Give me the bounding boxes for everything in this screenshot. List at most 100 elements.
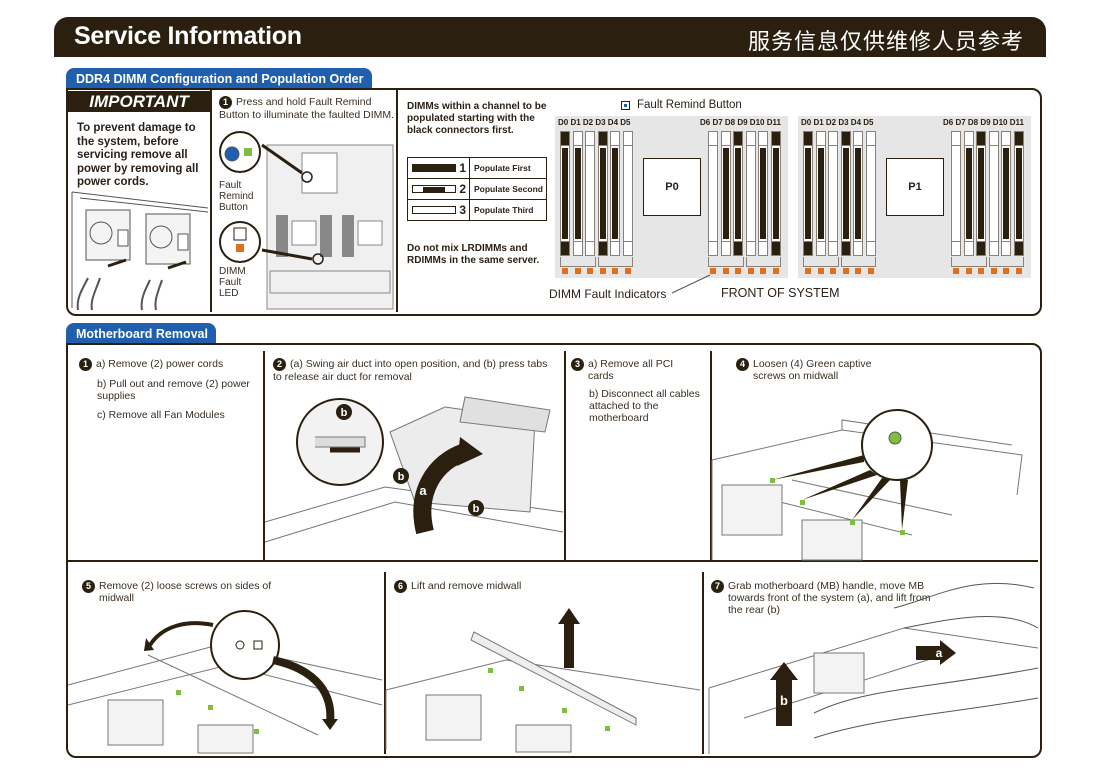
dimm-fault-led <box>855 268 861 274</box>
step-line: c) Remove all Fan Modules <box>97 409 225 421</box>
dimm-fault-indicators-label: DIMM Fault Indicators <box>549 287 667 301</box>
dimm-fault-led <box>599 268 606 274</box>
channel-bracket <box>988 257 1024 267</box>
dimm-fault-led <box>817 268 824 274</box>
front-of-system-label: FRONT OF SYSTEM <box>721 286 840 300</box>
mb-step5: 5 Remove (2) loose screws on sides of mid… <box>82 580 282 604</box>
legend-number: 2 <box>459 182 466 196</box>
channel-bracket <box>803 257 839 267</box>
step-line: Loosen (4) Green captive screws on midwa… <box>753 358 872 382</box>
dimm-slot-d2 <box>828 131 838 256</box>
legend-number: 3 <box>459 203 466 217</box>
mb-step4: 4 Loosen (4) Green captive screws on midw… <box>736 358 896 382</box>
dimm-slot-d1 <box>572 131 583 256</box>
step-line: a) Remove all PCI cards <box>588 358 674 382</box>
channel-bracket <box>560 257 596 267</box>
dimm-slot-d3 <box>840 131 851 256</box>
channel-bracket <box>597 257 633 267</box>
step-line: Remove (2) loose screws on sides of midw… <box>99 580 272 604</box>
callout-b: b <box>473 503 480 515</box>
step-number-badge: 1 <box>219 96 232 109</box>
legend-row-second: 2 Populate Second <box>408 179 546 200</box>
fault-remind-button-zoom-icon <box>219 131 261 173</box>
motherboard-section-panel <box>66 343 1042 758</box>
step-line: b) Pull out and remove (2) power supplie… <box>97 378 250 402</box>
step-line: (a) Swing air duct into open position, a… <box>273 358 548 383</box>
dimm-slot-d3 <box>597 131 608 256</box>
dimm-fault-led <box>965 268 972 274</box>
dimm-fault-led <box>722 268 729 274</box>
channel-bracket <box>708 257 744 267</box>
important-text: To prevent damage to the system, before … <box>77 122 199 188</box>
dimm-fault-led <box>805 268 811 274</box>
channel-bracket <box>951 257 987 267</box>
step-number-badge: 1 <box>79 358 92 371</box>
step-line: a) Remove (2) power cords <box>96 358 224 370</box>
dimm-fault-led-label: DIMM Fault LED <box>219 266 246 299</box>
legend-label: Populate Third <box>474 205 534 215</box>
dimm-fault-led <box>990 268 997 274</box>
dimm-fault-led <box>747 268 754 274</box>
dimm-slot-d6 <box>708 131 718 256</box>
step1-text: Press and hold Fault Remind Button to il… <box>219 96 395 121</box>
dimm-fault-led <box>624 268 631 274</box>
callout-b: b <box>398 471 405 483</box>
dimm-fault-led <box>710 268 716 274</box>
legend-number: 1 <box>459 161 466 175</box>
dimm-fault-led <box>867 268 874 274</box>
fault-remind-button-label: Fault Remind Button <box>219 180 254 213</box>
dimm-fault-led <box>562 268 568 274</box>
midwall-lift-illustration <box>385 608 701 753</box>
dimm-slot-d10 <box>1001 131 1011 256</box>
step-number-badge: 4 <box>736 358 749 371</box>
channel-population-note: DIMMs within a channel to be populated s… <box>407 101 547 136</box>
legend-row-first: 1 Populate First <box>408 158 546 179</box>
dimm-slot-d6 <box>951 131 961 256</box>
legend-row-third: 3 Populate Third <box>408 200 546 220</box>
midwall-side-screws-illustration <box>67 610 383 754</box>
air-duct-illustration: b b b a <box>264 396 564 543</box>
midwall-screws-illustration <box>711 409 1023 561</box>
divider <box>710 351 712 560</box>
dimm-fault-led <box>574 268 581 274</box>
dimm-slot-d7 <box>720 131 731 256</box>
dimm-fault-led <box>1003 268 1009 274</box>
header-bar <box>54 17 1046 57</box>
dimm-fault-led <box>760 268 766 274</box>
dimm-slot-d7 <box>963 131 974 256</box>
step-line: Grab motherboard (MB) handle, move MB to… <box>728 580 931 616</box>
dimm-fault-led <box>842 268 849 274</box>
dimm-fault-led <box>978 268 984 274</box>
step-number-badge: 3 <box>571 358 584 371</box>
callout-a: a <box>419 483 427 498</box>
dimm-fault-led <box>772 268 779 274</box>
page-subtitle-chinese: 服务信息仅供维修人员参考 <box>747 30 1024 55</box>
dimm-fault-led <box>587 268 593 274</box>
legend-label: Populate Second <box>474 184 543 194</box>
divider <box>564 351 566 560</box>
channel-bracket <box>745 257 781 267</box>
dimm-slot-d1 <box>815 131 826 256</box>
dimm-fault-led <box>953 268 959 274</box>
step-number-badge: 5 <box>82 580 95 593</box>
dimm-swatch-white-icon <box>412 206 457 214</box>
dimm-slot-d5 <box>622 131 633 256</box>
dimm-slot-d8 <box>733 131 743 256</box>
important-heading: IMPORTANT <box>68 91 210 112</box>
fault-remind-button-caption: Fault Remind Button <box>637 99 742 111</box>
divider <box>396 90 398 312</box>
dimm-slot-d9 <box>745 131 756 256</box>
dimm-slot-d2 <box>585 131 595 256</box>
step-number-badge: 6 <box>394 580 407 593</box>
fault-remind-button-icon <box>621 101 630 110</box>
processor-p0: P0 <box>643 158 701 216</box>
dimm-fault-led <box>1015 268 1022 274</box>
dimm-slot-d0 <box>803 131 813 256</box>
divider <box>263 351 265 560</box>
mb-step2: 2(a) Swing air duct into open position, … <box>273 358 553 383</box>
slot-labels: D0 D1 D2 D3 D4 D5 <box>558 118 631 127</box>
